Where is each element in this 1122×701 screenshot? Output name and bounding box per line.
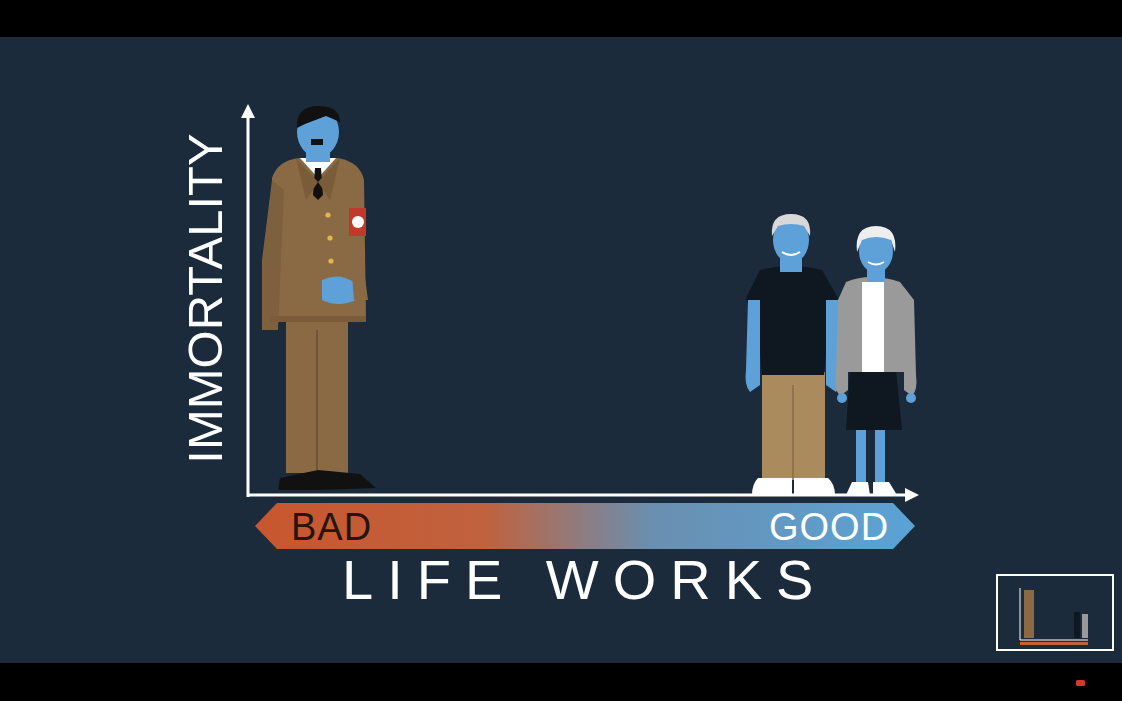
elderly-man	[746, 214, 841, 495]
scale-end-good: GOOD	[769, 508, 889, 546]
y-axis-title: IMMORTALITY	[181, 133, 230, 463]
y-axis-head	[241, 104, 255, 118]
video-logo	[1076, 680, 1085, 686]
band-shape	[255, 503, 915, 549]
x-axis-head	[905, 488, 919, 502]
y-axis	[247, 112, 250, 497]
bottom-bar	[0, 663, 1122, 701]
top-bar	[0, 0, 1122, 37]
uniformed-figure	[262, 106, 376, 490]
x-axis-title: LIFE WORKS	[342, 552, 827, 608]
scale-band: BAD GOOD	[255, 503, 915, 549]
background	[0, 37, 1122, 663]
video-thumbnail	[997, 575, 1113, 650]
elderly-woman	[836, 226, 917, 495]
scale-end-bad: BAD	[291, 508, 372, 546]
